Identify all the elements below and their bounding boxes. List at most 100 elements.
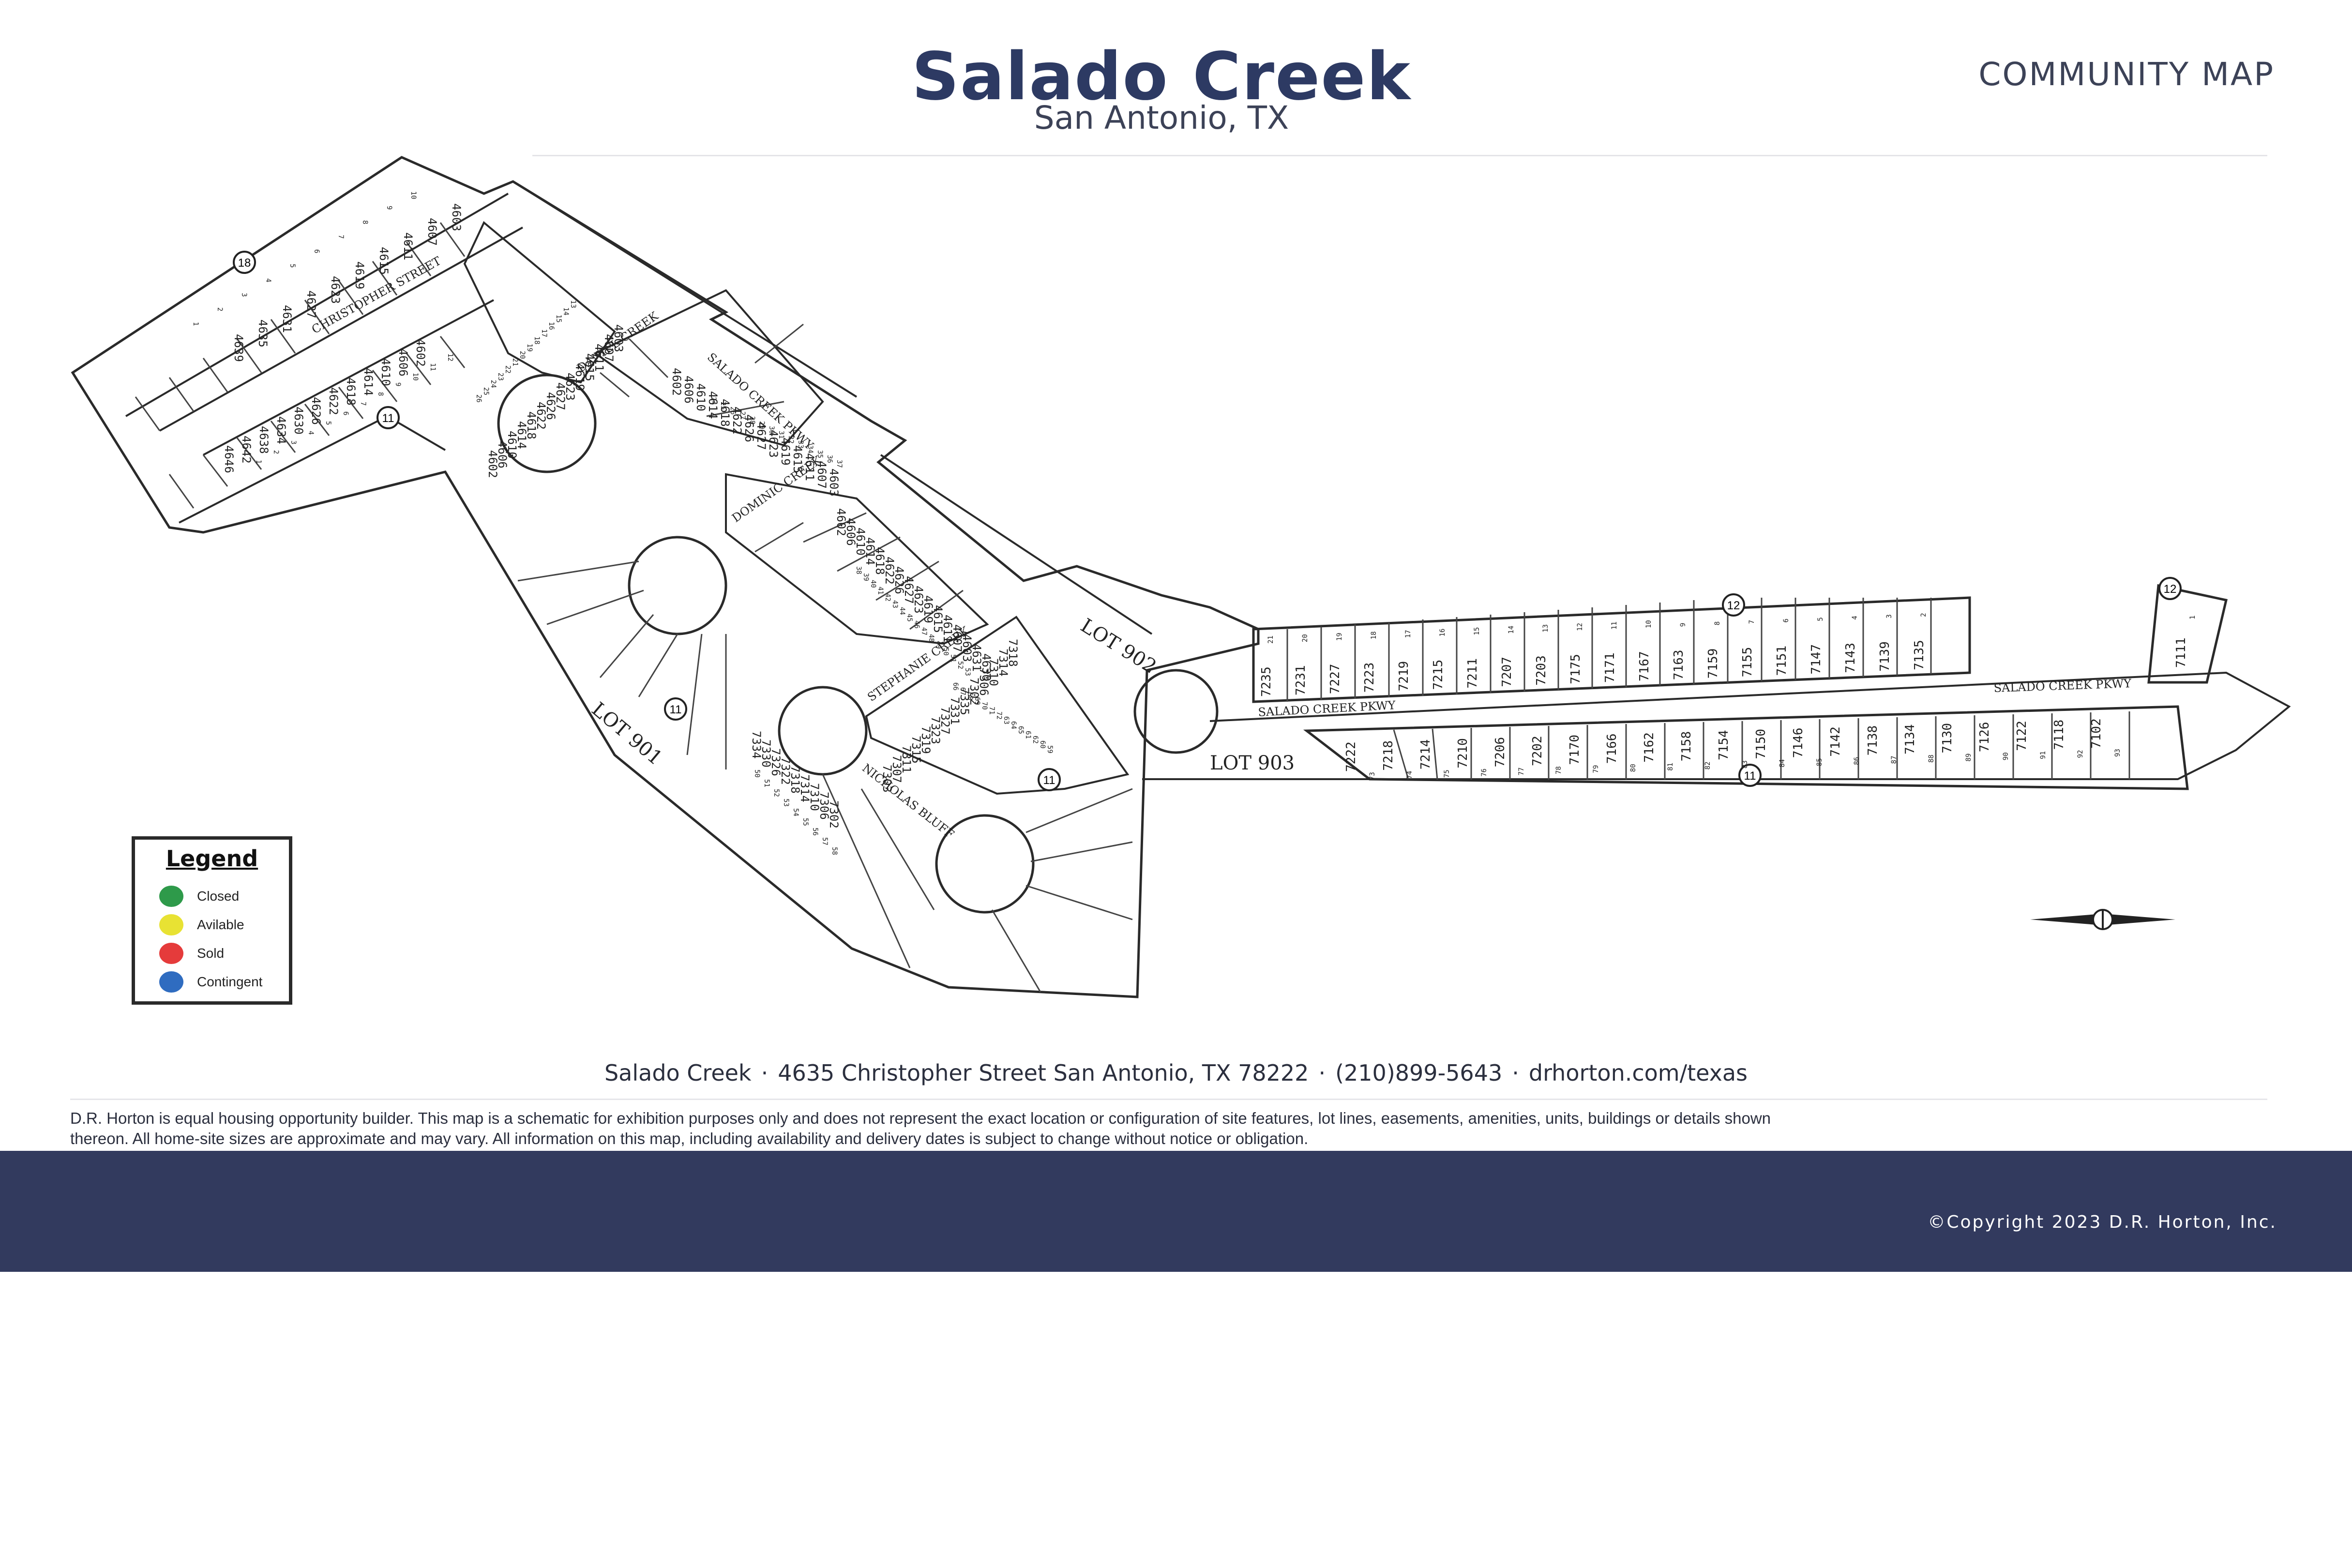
lot-address[interactable]: 7126 (1977, 722, 1992, 753)
lot-address[interactable]: 4602 (834, 508, 848, 536)
lot-number[interactable]: 26 (475, 394, 482, 403)
lot-address[interactable]: 7302 (827, 800, 841, 829)
lot-number[interactable]: 38 (855, 566, 862, 574)
lot-number[interactable]: 68 (966, 692, 974, 700)
lot-number[interactable]: 77 (1518, 768, 1525, 776)
community-site-plan[interactable]: CHRISTOPHER STREET DANIEL CREEK SALADO C… (0, 145, 2352, 1016)
lot-number[interactable]: 19 (526, 344, 533, 352)
lot-number[interactable]: 18 (533, 336, 541, 345)
lot-address[interactable]: 7162 (1642, 732, 1657, 763)
lot-address[interactable]: 7331 (948, 697, 962, 725)
lot-address[interactable]: 7155 (1740, 647, 1755, 678)
lot-address[interactable]: 7159 (1706, 648, 1720, 679)
lot-address[interactable]: 4618 (525, 411, 538, 439)
lot-address[interactable]: 7167 (1637, 651, 1652, 681)
lot-number[interactable]: 91 (2039, 751, 2047, 759)
lot-address[interactable]: 4615 (931, 605, 945, 633)
lot-number[interactable]: 69 (973, 697, 981, 705)
lot-number[interactable]: 64 (1010, 721, 1017, 729)
lot-address[interactable]: 4635 (256, 319, 270, 347)
lot-address[interactable]: 4607 (425, 218, 439, 246)
lot-address[interactable]: 4610 (379, 358, 392, 386)
lot-address[interactable]: 7163 (1672, 650, 1686, 680)
lot-address[interactable]: 7211 (1465, 658, 1480, 689)
lot-address[interactable]: 4618 (344, 377, 358, 406)
lot-address[interactable]: 7318 (788, 766, 802, 794)
lot-address[interactable]: 4627 (554, 382, 567, 410)
lot-address[interactable]: 7151 (1775, 646, 1789, 676)
lot-address[interactable]: 7206 (1493, 737, 1508, 768)
lot-address[interactable]: 7158 (1679, 731, 1694, 762)
lot-address[interactable]: 7171 (1603, 652, 1617, 683)
lot-address[interactable]: 7102 (2089, 718, 2104, 749)
lot-number[interactable]: 15 (1473, 627, 1481, 635)
lot-address[interactable]: 4615 (791, 445, 804, 473)
lot-number[interactable]: 5 (324, 421, 332, 425)
lot-number[interactable]: 61 (1024, 731, 1032, 739)
lot-address[interactable]: 4606 (396, 348, 410, 377)
lot-address[interactable]: 7150 (1754, 729, 1768, 759)
lot-address[interactable]: 4615 (377, 247, 391, 275)
lot-address[interactable]: 7118 (2052, 720, 2066, 750)
lot-number[interactable]: 3 (289, 440, 297, 444)
lot-address[interactable]: 7214 (1418, 739, 1433, 770)
lot-address[interactable]: 4627 (304, 290, 318, 318)
website-link[interactable]: drhorton.com/texas (1528, 1060, 1748, 1086)
lot-number[interactable]: 33 (797, 440, 804, 449)
lot-number[interactable]: 53 (964, 668, 971, 676)
lot-number[interactable]: 2 (272, 450, 280, 454)
lot-number[interactable]: 79 (1592, 765, 1600, 773)
lot-address[interactable]: 4610 (854, 528, 867, 556)
lot-number[interactable]: 3 (1885, 614, 1893, 618)
lot-number[interactable]: 14 (1508, 626, 1515, 634)
lot-address[interactable]: 7134 (1903, 724, 1917, 754)
lot-number[interactable]: 71 (988, 707, 995, 715)
lot-number[interactable]: 22 (504, 365, 512, 374)
lot-address[interactable]: 4626 (309, 397, 323, 425)
lot-number[interactable]: 11 (429, 363, 437, 371)
lot-address[interactable]: 4626 (544, 392, 558, 420)
lot-number[interactable]: 25 (482, 387, 490, 395)
lot-number[interactable]: 93 (2114, 749, 2122, 757)
lot-number[interactable]: 10 (409, 191, 417, 199)
lot-address[interactable]: 4614 (706, 391, 720, 419)
lot-number[interactable]: 31 (777, 431, 785, 439)
lot-number[interactable]: 11 (1611, 621, 1618, 630)
lot-number[interactable]: 90 (2002, 752, 2010, 760)
lot-number[interactable]: 8 (377, 392, 384, 396)
lot-address[interactable]: 4606 (844, 518, 858, 546)
lot-number[interactable]: 5 (1817, 617, 1824, 621)
lot-number[interactable]: 12 (1576, 623, 1584, 631)
lot-number[interactable]: 55 (801, 818, 809, 826)
lot-number[interactable]: 8 (361, 220, 369, 224)
lot-number[interactable]: 67 (959, 687, 966, 695)
lot-number[interactable]: 6 (1782, 618, 1790, 622)
lot-number[interactable]: 16 (1439, 629, 1447, 637)
lot-number[interactable]: 59 (1046, 745, 1054, 754)
lot-address[interactable]: 7235 (1259, 666, 1274, 697)
lot-number[interactable]: 78 (1555, 766, 1563, 774)
lot-address[interactable]: 7223 (1362, 663, 1377, 693)
lot-address[interactable]: 4623 (329, 276, 342, 304)
lot-address[interactable]: 4630 (292, 407, 305, 435)
lot-number[interactable]: 19 (1336, 633, 1343, 641)
lot-address[interactable]: 4619 (353, 261, 366, 289)
lot-address[interactable]: 4607 (815, 461, 829, 489)
lot-number[interactable]: 88 (1928, 754, 1935, 763)
lot-address[interactable]: 7306 (817, 792, 831, 820)
lot-address[interactable]: 7138 (1866, 725, 1880, 756)
lot-address[interactable]: 7142 (1828, 726, 1843, 757)
lot-number[interactable]: 62 (1031, 736, 1039, 744)
lot-number[interactable]: 20 (518, 351, 526, 359)
lot-address[interactable]: 4619 (779, 437, 792, 466)
lot-number[interactable]: 65 (1017, 726, 1025, 734)
lot-address[interactable]: 7330 (759, 739, 773, 768)
lot-number[interactable]: 36 (826, 455, 833, 463)
lot-number[interactable]: 6 (342, 411, 349, 415)
lot-address[interactable]: 7306 (977, 668, 991, 696)
lot-number[interactable]: 9 (385, 206, 393, 210)
lot-address[interactable]: 4622 (327, 387, 340, 415)
lot-address[interactable]: 7218 (1381, 740, 1396, 771)
lot-address[interactable]: 4623 (912, 586, 925, 614)
lot-address[interactable]: 7147 (1809, 644, 1824, 675)
